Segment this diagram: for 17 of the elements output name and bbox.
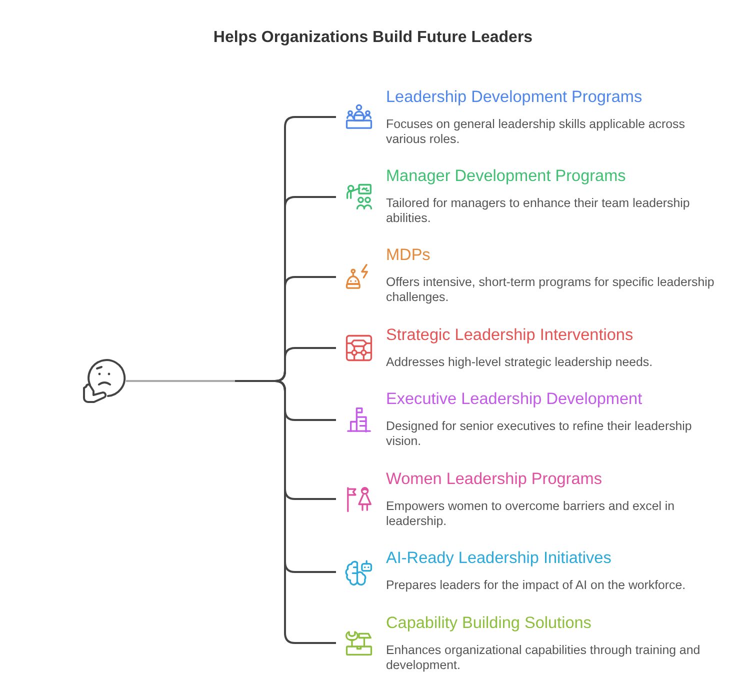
item-description: Offers intensive, short-term programs for specific leadership challenges. [386,275,716,305]
item-heading: Women Leadership Programs [386,470,602,488]
item-description: Empowers women to overcome barriers and excel in leadership. [386,499,676,529]
item-heading: Capability Building Solutions [386,614,592,632]
item-description: Prepares leaders for the impact of AI on the workforce. [386,578,686,593]
item-heading: Strategic Leadership Interventions [386,326,634,344]
item-description: Designed for senior executives to refine their leadership vision. [386,419,693,449]
item-heading: Leadership Development Programs [386,88,642,106]
item-heading: Manager Development Programs [386,166,626,186]
item-description: Enhances organizational capabilities through training and development. [386,643,702,673]
item-heading: MDPs [386,246,430,264]
item-description: Focuses on general leadership skills applicable across various roles. [386,117,686,147]
item-heading: Executive Leadership Development [386,390,642,408]
item-heading: AI-Ready Leadership Initiatives [386,548,612,568]
item-description: Tailored for managers to enhance their team leadership abilities. [386,196,691,226]
item-description: Addresses high-level strategic leadership needs. [386,355,653,370]
diagram-title: Helps Organizations Build Future Leaders [213,28,533,47]
